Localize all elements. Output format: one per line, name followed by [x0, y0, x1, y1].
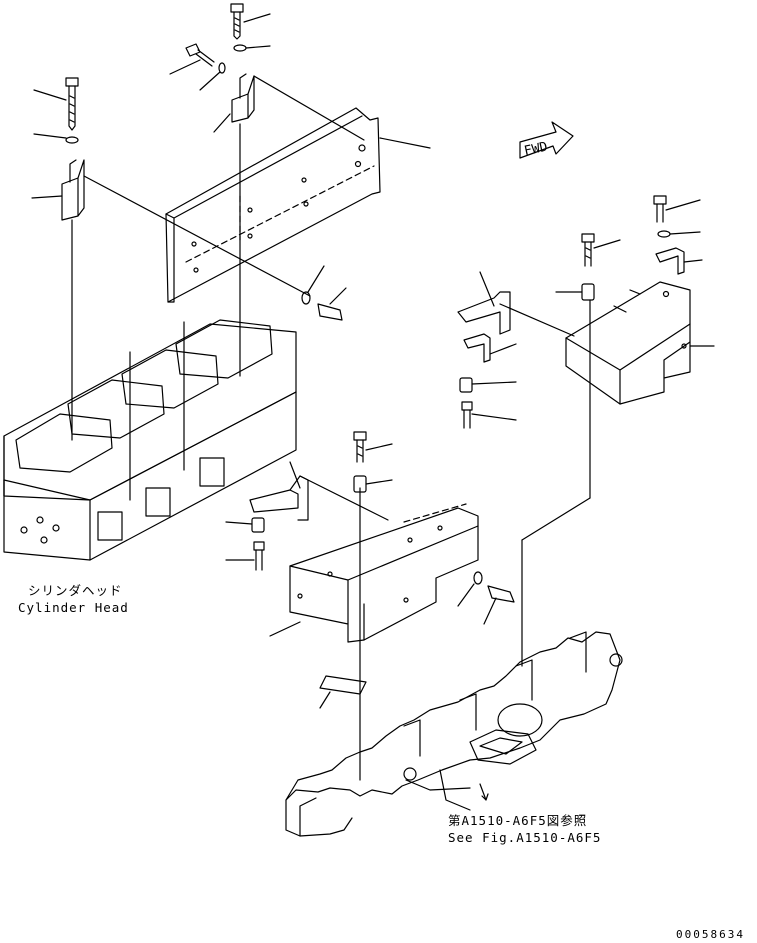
see-figure-label-ja: 第A1510-A6F5図参照 [448, 813, 588, 828]
cylinder-head-label-en: Cylinder Head [18, 600, 129, 615]
cylinder-head [3, 319, 297, 561]
see-figure-label-en: See Fig.A1510-A6F5 [448, 830, 602, 845]
upper-left-fastener-group [31, 3, 271, 221]
fwd-arrow-text: FWD [523, 140, 549, 160]
shield-bolt-group [301, 265, 347, 321]
forward-direction-arrow: FWD [519, 121, 574, 160]
right-bracket-assembly [457, 195, 715, 429]
assembly-guide-lines [71, 75, 591, 781]
exhaust-manifold [285, 631, 623, 837]
lower-heat-shield [225, 431, 515, 709]
heat-shield-plate [165, 107, 431, 303]
cylinder-head-label-ja: シリンダヘッド [28, 583, 123, 598]
drawing-number: 00058634 [676, 928, 745, 941]
